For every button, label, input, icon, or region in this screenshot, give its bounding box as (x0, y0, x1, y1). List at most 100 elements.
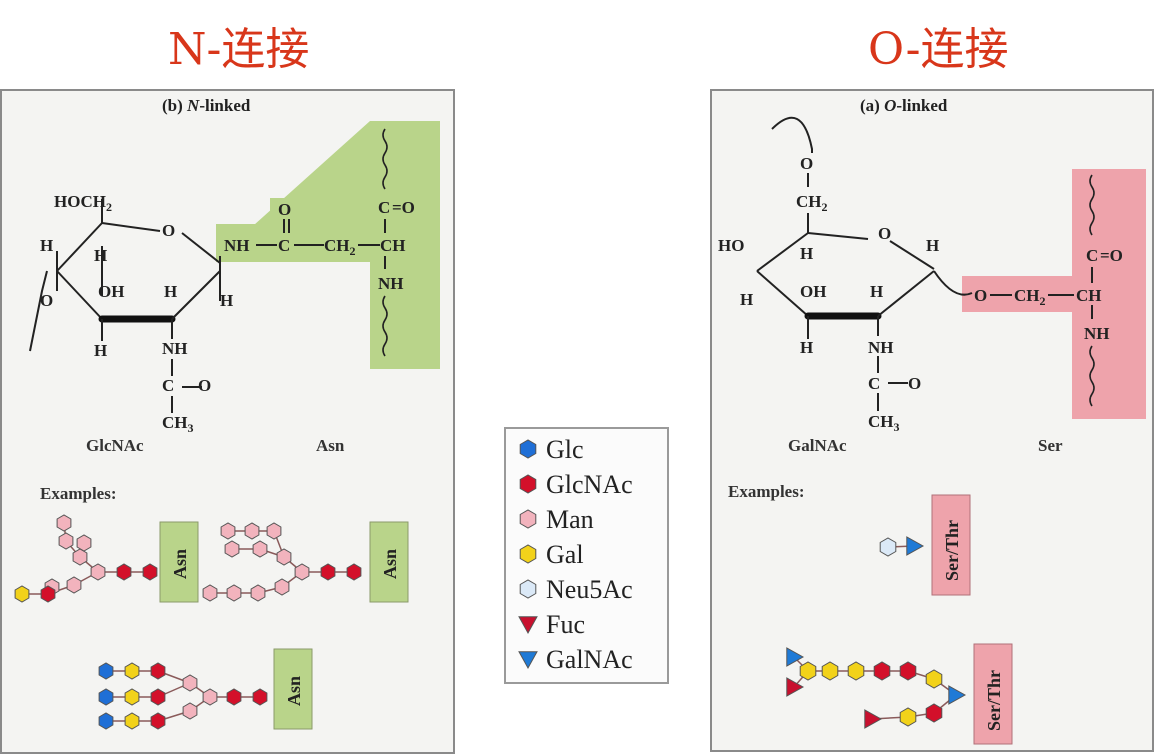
ring-bond-o (101, 222, 161, 232)
legend-galnac-label: GalNAc (546, 645, 633, 674)
glcnac-symbol (226, 688, 242, 706)
n-linked-title: N-连接 (168, 24, 310, 75)
ring-bond-c2 (171, 270, 221, 320)
gal-symbol (124, 688, 140, 706)
ring-bond-c4 (56, 222, 103, 272)
n-examples-label: Examples: (40, 484, 117, 503)
carbonyl-eq-o: =O (392, 198, 415, 217)
legend-glcnac-icon (519, 474, 537, 494)
glcnac-name: GlcNAc (86, 436, 144, 455)
glcnac-symbol (150, 712, 166, 730)
man-symbol (252, 540, 268, 558)
gal-symbol (925, 669, 943, 689)
man-symbol (182, 702, 198, 720)
glcnac-symbol (252, 688, 268, 706)
legend-man-label: Man (546, 505, 594, 534)
ring-bond-c3 (56, 270, 103, 320)
glc-symbol (98, 712, 114, 730)
gal-symbol (14, 585, 30, 603)
o-acetyl: O (198, 376, 211, 395)
ho-c4: HO (718, 236, 744, 255)
man-symbol (202, 688, 218, 706)
o-oh-c3: OH (800, 282, 826, 301)
man-symbol (58, 532, 74, 550)
glycosidic-tail (29, 270, 48, 352)
man-symbol (226, 584, 242, 602)
o-backbone-wave-bottom (1089, 345, 1095, 407)
gal-symbol (124, 712, 140, 730)
c-acetyl: C (162, 376, 174, 395)
o-ring-bond-c1 (889, 240, 935, 270)
o-ring-oxygen: O (878, 224, 891, 243)
man-symbol (76, 534, 92, 552)
carbonyl-c: C (378, 198, 390, 217)
neu5ac-symbol (879, 537, 897, 557)
h-c1: H (220, 291, 233, 310)
alpha-ch: CH (380, 236, 406, 255)
serthr-box-1 (931, 494, 971, 596)
gal-symbol (899, 707, 917, 727)
amide-c: C (278, 236, 290, 255)
glcnac-symbol (150, 688, 166, 706)
man-symbol (294, 563, 310, 581)
man-symbol (220, 522, 236, 540)
o-c4: O (40, 291, 53, 310)
n-linked-panel: (b) N-linked HOCH2 O H H O OH H H (0, 89, 455, 754)
n-glycan-examples (14, 514, 362, 730)
ser-backbone-nh: NH (1084, 324, 1110, 343)
glcnac-symbol (150, 662, 166, 680)
ch3-acetyl: CH3 (162, 413, 194, 435)
man-symbol (66, 576, 82, 594)
h-c2: H (164, 282, 177, 301)
fuc-symbol (864, 709, 883, 729)
hoch2-label: HOCH2 (54, 192, 112, 214)
n-linked-diagram: (b) N-linked HOCH2 O H H O OH H H (14, 96, 440, 730)
man-symbol (276, 548, 292, 566)
asn-box-2 (369, 521, 409, 603)
o-nh-acetyl: NH (868, 338, 894, 357)
man-symbol (72, 548, 88, 566)
h-c4: H (40, 236, 53, 255)
legend-galnac-icon (518, 651, 538, 670)
n-linked-heading: (b) N-linked (162, 96, 251, 115)
ring-bond-c1 (181, 232, 221, 264)
glcnac-symbol (873, 661, 891, 681)
ser-name: Ser (1038, 436, 1063, 455)
legend-fuc-icon (518, 616, 538, 635)
man-symbol (224, 540, 240, 558)
serthr-box-2 (973, 643, 1013, 745)
galnac-symbol (948, 685, 967, 705)
o-c-acetyl: C (868, 374, 880, 393)
o-linked-panel: (a) O-linked O CH2 O HO H H H OH H H (710, 89, 1154, 752)
ser-carbonyl-eq-o: =O (1100, 246, 1123, 265)
glc-symbol (98, 688, 114, 706)
o-h-c5: H (800, 244, 813, 263)
galnac-name: GalNAc (788, 436, 847, 455)
man-symbol (182, 674, 198, 692)
glc-symbol (98, 662, 114, 680)
fuc-symbol (786, 677, 805, 697)
nh-link: NH (224, 236, 250, 255)
ser-o-link: O (974, 286, 987, 305)
o-ring-bond-c4 (756, 232, 809, 272)
glcnac-symbol (320, 563, 336, 581)
legend-glc-icon (519, 439, 537, 459)
gal-symbol (821, 661, 839, 681)
o-ring-bond-c3 (756, 270, 809, 317)
legend-glc-label: Glc (546, 435, 584, 464)
legend-man-icon (519, 509, 537, 529)
man-symbol (202, 584, 218, 602)
asn-box-3-label: Asn (284, 676, 304, 706)
glcnac-symbol (142, 563, 158, 581)
man-symbol (250, 584, 266, 602)
o-linked-tail (771, 116, 813, 153)
gal-symbol (799, 661, 817, 681)
legend-glcnac-label: GlcNAc (546, 470, 633, 499)
o-ring-bond-c2 (877, 270, 935, 317)
galnac-symbol (906, 536, 925, 556)
glcnac-symbol (925, 703, 943, 723)
o-h-c4: H (740, 290, 753, 309)
ser-carbonyl-c: C (1086, 246, 1098, 265)
